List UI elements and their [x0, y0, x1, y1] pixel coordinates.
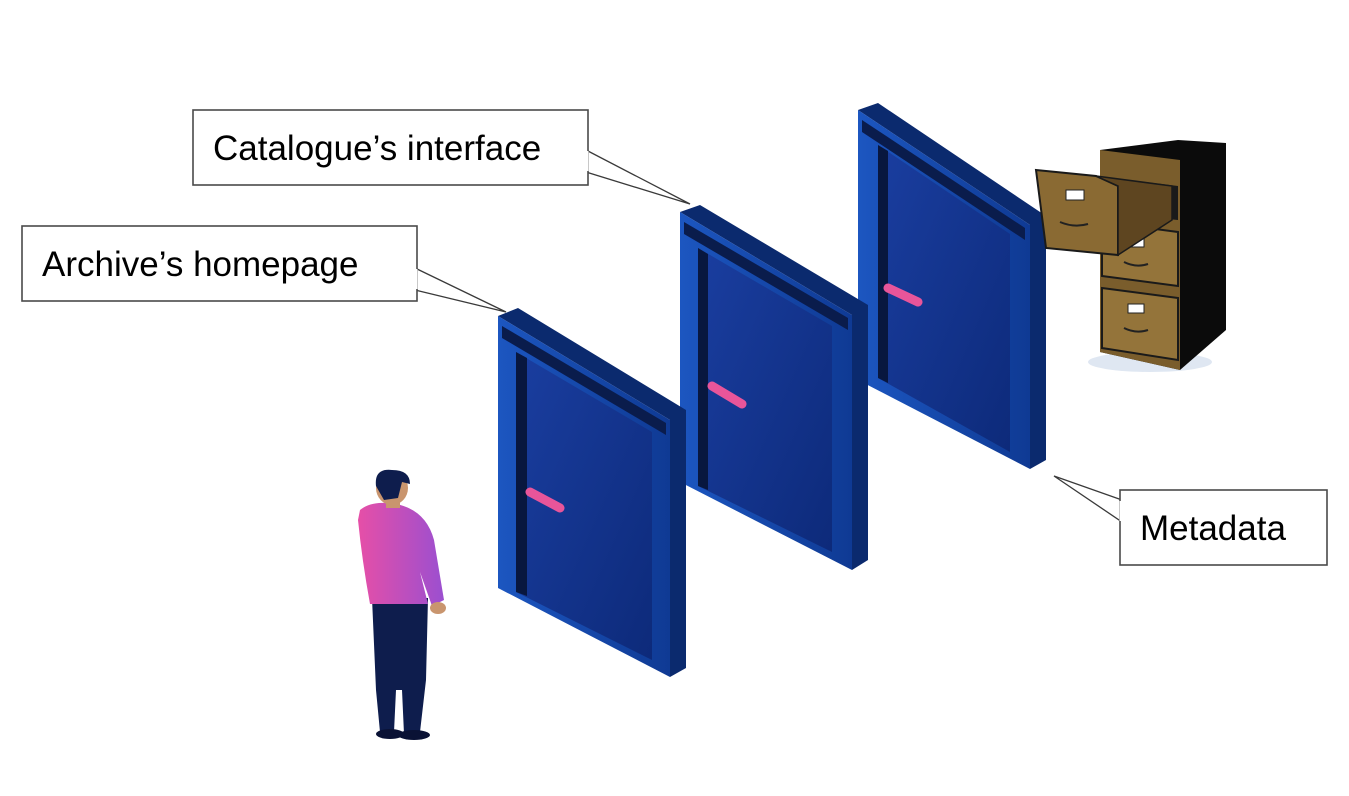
filing-cabinet-icon	[1034, 140, 1226, 372]
person-icon	[358, 469, 446, 740]
label-catalogue-interface: Catalogue’s interface	[213, 129, 541, 168]
label-metadata: Metadata	[1140, 509, 1286, 548]
door-icon	[858, 103, 1046, 469]
callout-metadata: Metadata	[1053, 475, 1328, 566]
callout-archive-homepage: Archive’s homepage	[21, 225, 507, 313]
label-archive-homepage: Archive’s homepage	[42, 245, 359, 284]
callout-catalogue-interface: Catalogue’s interface	[192, 109, 691, 205]
door-icon	[498, 308, 686, 677]
door-icon	[680, 205, 868, 570]
